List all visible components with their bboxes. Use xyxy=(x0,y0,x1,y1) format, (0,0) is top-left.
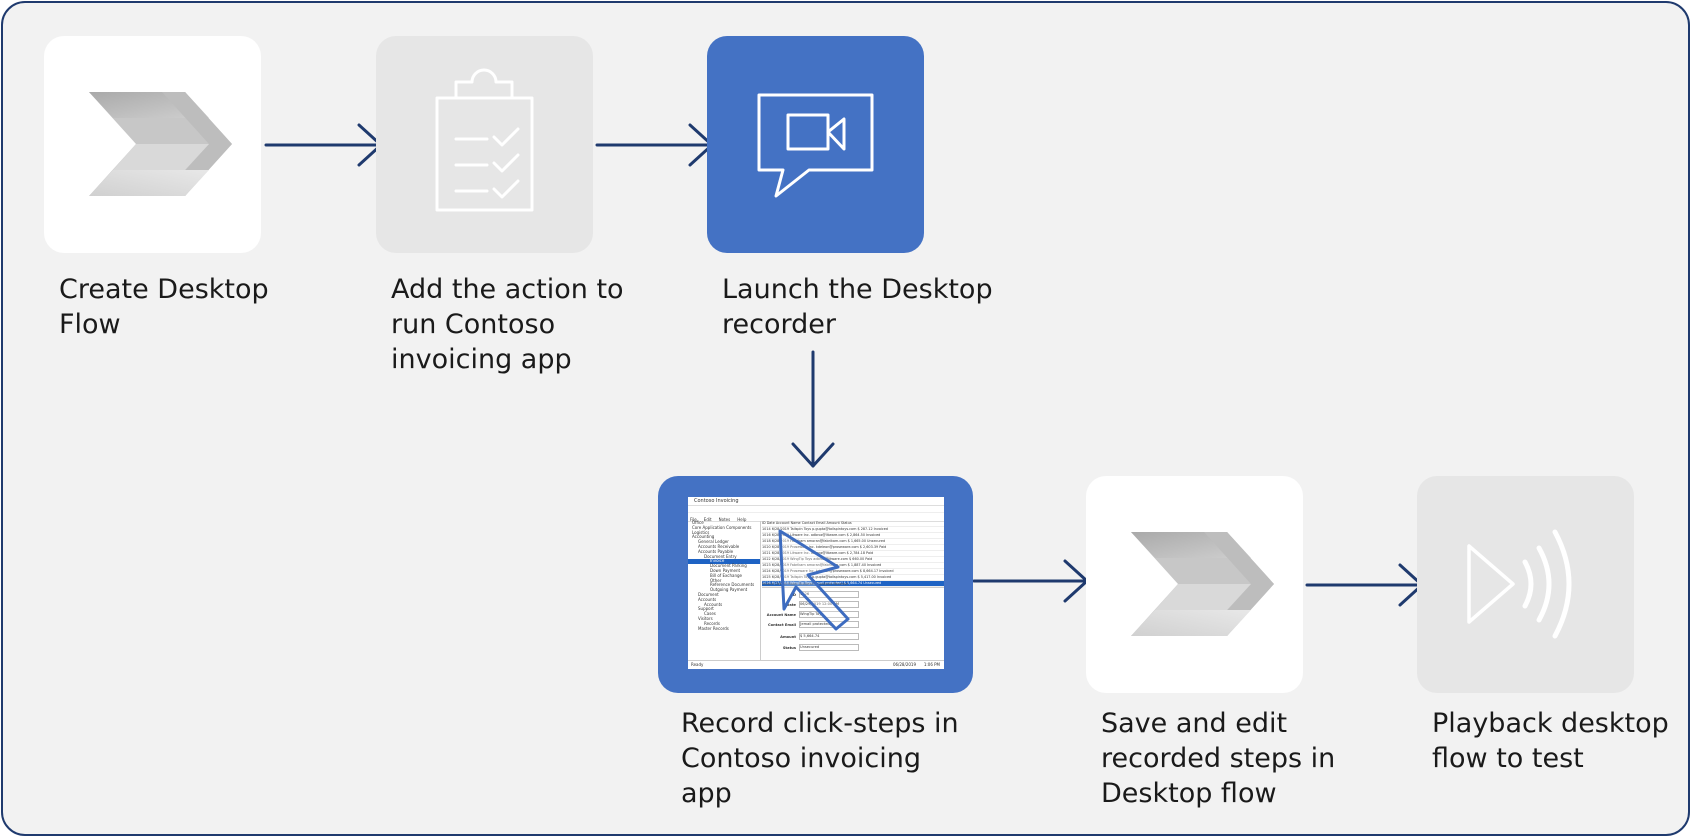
tree-item: Document Parking xyxy=(710,563,747,569)
arrow-launch-to-record xyxy=(791,350,835,468)
arrow-save-to-playback xyxy=(1305,563,1424,607)
tree-item: Accounts Payable xyxy=(698,548,734,554)
step-create-desktop-flow-tile xyxy=(44,36,261,253)
tree-item: Logistics xyxy=(692,529,710,535)
step-create-desktop-flow-label: Create Desktop Flow xyxy=(59,274,269,340)
tree-item: Document xyxy=(698,591,719,597)
grid-row: 1022 6/28/2019 WingTip Toys adbroz@litwa… xyxy=(762,557,944,563)
tree-item: Outgoing Payment xyxy=(710,587,748,593)
screenshot-tree: Office Core Application Components Logis… xyxy=(688,520,761,661)
grid-row-highlighted: 1026 6/27/2019 WingTip Toys [email prote… xyxy=(762,581,944,587)
screenshot-titlebar: Contoso Invoicing xyxy=(688,497,944,506)
arrow-record-to-save xyxy=(972,559,1089,603)
tree-item: Other xyxy=(710,577,722,583)
screenshot-menu-file: File xyxy=(690,517,697,522)
step-add-action-tile xyxy=(376,36,593,253)
tree-item: Accounts xyxy=(698,596,717,602)
tree-item: Office xyxy=(692,520,704,525)
step-launch-recorder-label: Launch the Desktop recorder xyxy=(722,274,993,340)
tree-item: Visitors xyxy=(698,615,713,621)
detail-field-date: Date06/29/2019 12:00 AM xyxy=(764,601,864,608)
detail-field-amount: Amount$ 5,664.74 xyxy=(764,633,864,640)
power-automate-logo-icon xyxy=(89,92,232,196)
tree-item-selected: Invoice xyxy=(688,559,760,565)
screenshot-menu-edit: Edit xyxy=(703,517,712,522)
tree-item: Accounts xyxy=(704,601,723,607)
tree-item: Down Payment xyxy=(710,567,741,573)
tree-item: Accounts Receivable xyxy=(698,543,740,549)
screenshot-menu-notes: Notes xyxy=(718,517,731,522)
status-time: 1:06 PM xyxy=(923,662,940,667)
step-launch-recorder-tile xyxy=(707,36,924,253)
detail-tabs: Invoice Details Notes Budgeting Contacts… xyxy=(762,581,944,588)
tree-item: Reference Documents xyxy=(710,582,755,588)
tree-item: Accounting xyxy=(692,534,715,540)
tree-item: Core Application Components xyxy=(692,524,752,530)
step-playback-tile xyxy=(1417,476,1634,693)
status-date: 06/28/2019 xyxy=(892,662,916,667)
grid-row: 1016 6/28/2019 Litware Inc. adbroz@litwa… xyxy=(762,533,944,539)
power-automate-logo-icon xyxy=(1131,532,1274,636)
tree-item: Records xyxy=(704,620,720,626)
tree-item: Document Entry xyxy=(704,553,737,559)
tree-item: Master Records xyxy=(698,625,729,631)
cursor-arrow-icon xyxy=(778,529,850,631)
screenshot-toolbar xyxy=(688,513,944,522)
step-playback-label: Playback desktop flow to test xyxy=(1432,708,1669,774)
grid-row: 1014 6/28/2019 Tailspin Toys p.gupta@tai… xyxy=(762,527,944,533)
grid-row: 1020 6/28/2019 Proseware Inc. kdeleon@pr… xyxy=(762,545,944,551)
step-save-edit-tile xyxy=(1086,476,1303,693)
arrow-add-to-launch xyxy=(595,123,714,167)
screenshot-grid: ID Date Account Name Contact Email Amoun… xyxy=(762,521,944,587)
play-sound-icon xyxy=(1467,529,1572,639)
grid-row: 1023 6/28/2019 Fabrikam amoran@fabrikam.… xyxy=(762,563,944,569)
step-record-tile: Contoso Invoicing File Edit Notes Help O… xyxy=(658,476,973,693)
step-record-label: Record click-steps in Contoso invoicing … xyxy=(681,708,959,809)
video-chat-bubble-icon xyxy=(757,93,874,198)
screenshot-statusbar: Ready 06/28/2019 1:06 PM xyxy=(688,660,944,669)
grid-row: 1018 6/28/2019 Fabrikam amoran@fabrikam.… xyxy=(762,539,944,545)
screenshot-menubar: File Edit Notes Help xyxy=(688,506,944,522)
tree-item: Support xyxy=(698,606,714,612)
grid-row: 1025 6/28/2019 Tailspin Toys p.gupta@tai… xyxy=(762,575,944,581)
tree-item: General Ledger xyxy=(698,539,729,545)
screenshot-detail-panel: Invoice Details Notes Budgeting Contacts… xyxy=(762,581,944,661)
contoso-app-screenshot: Contoso Invoicing File Edit Notes Help O… xyxy=(688,497,944,669)
clipboard-checklist-icon xyxy=(435,68,534,212)
tree-item: Cases xyxy=(704,611,716,617)
status-text: Ready xyxy=(691,662,704,667)
arrow-create-to-add xyxy=(264,123,383,167)
screenshot-window-title: Contoso Invoicing xyxy=(694,498,739,504)
grid-header: ID Date Account Name Contact Email Amoun… xyxy=(762,521,944,527)
tree-item: Bill of Exchange xyxy=(710,572,743,578)
step-save-edit-label: Save and edit recorded steps in Desktop … xyxy=(1101,708,1336,809)
screenshot-menu-help: Help xyxy=(737,517,747,522)
step-add-action-label: Add the action to run Contoso invoicing … xyxy=(391,274,624,375)
